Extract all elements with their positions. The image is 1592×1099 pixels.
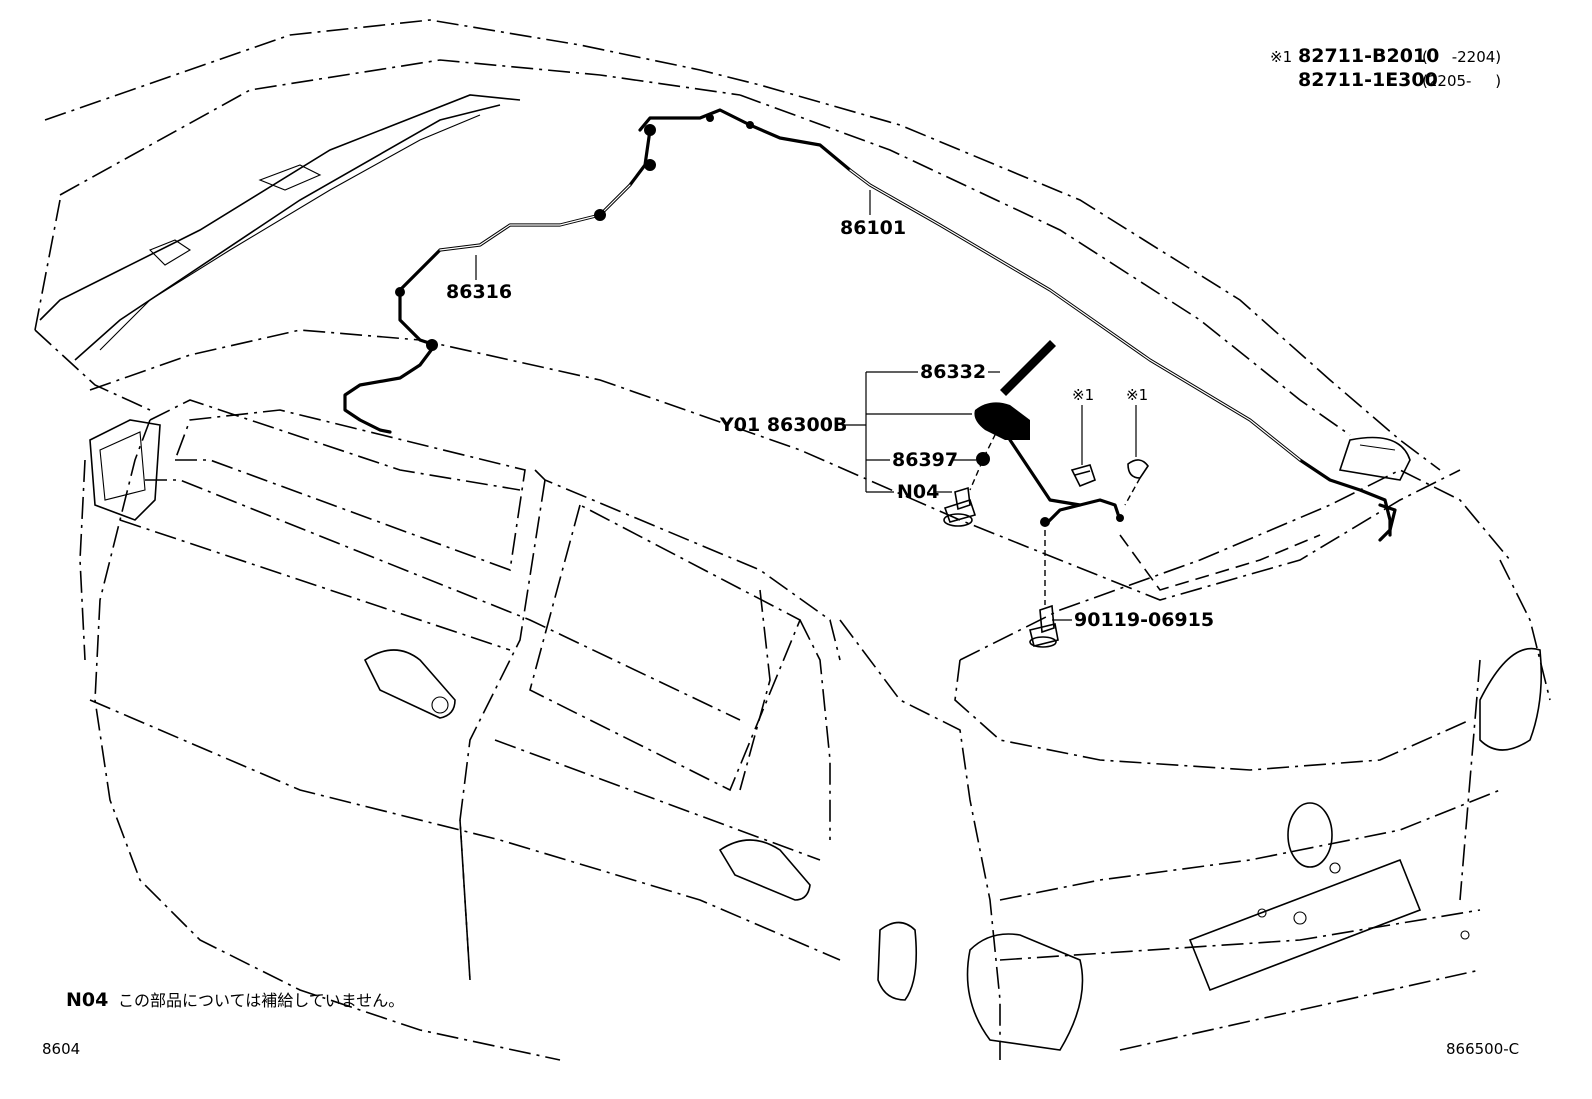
header-note: ※1 82711-B2010 ( -2204) 82711-1E300 (220… xyxy=(1270,45,1501,91)
page-code: 8604 xyxy=(42,1040,80,1058)
label-86101: 86101 xyxy=(840,217,906,239)
wire-86101 xyxy=(638,108,1397,542)
note-symbol: ※1 xyxy=(1270,48,1292,66)
clip-2 xyxy=(1127,459,1149,479)
note-range-2: (2205- ) xyxy=(1422,72,1501,90)
label-90119-06915: 90119-06915 xyxy=(1074,609,1214,631)
antenna-assembly xyxy=(943,340,1149,648)
label-clip-mark-1: ※1 xyxy=(1072,386,1094,404)
wire-86316 xyxy=(343,128,656,434)
note-range-1: ( -2204) xyxy=(1422,48,1501,66)
footnote-text: この部品については補給していません。 xyxy=(118,991,404,1010)
label-clip-mark-2: ※1 xyxy=(1126,386,1148,404)
label-n04: N04 xyxy=(897,481,939,503)
vehicle-outline xyxy=(34,19,1551,1061)
note-part-2: 82711-1E300 xyxy=(1298,69,1438,91)
label-86397: 86397 xyxy=(892,449,958,471)
footnote: N04 この部品については補給していません。 xyxy=(66,989,404,1011)
vehicle-details xyxy=(39,94,1543,1051)
clip-1 xyxy=(1070,464,1096,488)
bolt-90119 xyxy=(1029,604,1059,648)
label-86316: 86316 xyxy=(446,281,512,303)
footnote-code: N04 xyxy=(66,989,108,1011)
note-part-1: 82711-B2010 xyxy=(1298,45,1439,67)
label-86332: 86332 xyxy=(920,361,986,383)
leader-lines xyxy=(475,190,1137,621)
diagram-code: 866500-C xyxy=(1446,1040,1519,1058)
label-y01-86300b: Y01 86300B xyxy=(719,414,847,436)
n04-bolt xyxy=(943,486,977,527)
